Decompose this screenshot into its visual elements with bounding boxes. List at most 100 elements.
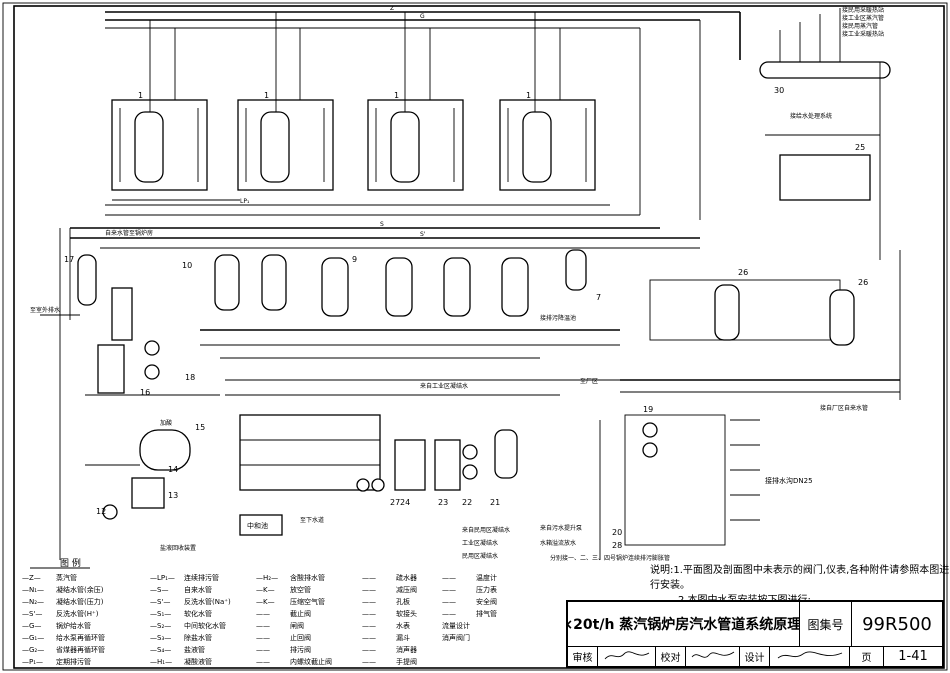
legend-label: 反洗水管(H⁺)	[56, 610, 99, 618]
legend-col-3: —H₂—含酸排水管—K—放空管—K—压缩空气管——截止阀——闸阀——止回阀——排…	[256, 572, 366, 668]
atlas-number: 99R500	[862, 613, 932, 635]
legend-label: 给水泵再循环管	[56, 634, 105, 642]
legend-item: ——止回阀	[256, 632, 366, 644]
legend-item: ——孔板	[362, 596, 442, 608]
legend-item: ——温度计	[442, 572, 522, 584]
legend-item: —— 软接头	[362, 608, 442, 620]
label-factory-tap: 接自厂区自来水管	[820, 404, 868, 412]
legend-label: 排污阀	[290, 646, 311, 654]
legend-symbol: —S₃—	[150, 634, 172, 642]
eq25-tag: 25	[855, 143, 865, 152]
label-civil-steam: 接民用蒸汽管	[842, 22, 878, 30]
legend-col-2: —LP₁—连续排污管—S—自来水管—S'—反洗水管(Na⁺)—S₁—软化水管—S…	[150, 572, 260, 668]
neutral-pool-label: 中和池	[247, 521, 268, 530]
legend-label: 凝结水管(压力)	[56, 598, 104, 606]
legend-symbol: ——	[256, 610, 270, 618]
label-to-sewage: 至下水道	[300, 516, 324, 524]
legend-label: 软接头	[396, 610, 417, 618]
legend-label: 含酸排水管	[290, 574, 325, 582]
label-industrial-return: 来自工业区凝结水	[420, 382, 468, 390]
eq14-tag: 14	[168, 465, 178, 474]
legend-label: 减压阀	[396, 586, 417, 594]
legend-col-5: ——温度计——压力表——安全阀——排气管流量设计消声阀门	[442, 572, 522, 644]
review-signature-mark	[604, 651, 649, 660]
legend-symbol: —S₁—	[150, 610, 172, 618]
label-outdoor-sewer: 至室外排水	[30, 306, 60, 314]
eq24-tag: 24	[400, 498, 410, 507]
legend-label: 排气管	[476, 610, 497, 618]
boiler-4: 1	[499, 12, 596, 191]
eq12-tag: 12	[96, 507, 106, 516]
page-label: 页	[850, 646, 884, 666]
legend-item: ——闸阀	[256, 620, 366, 632]
legend-label: 除盐水管	[184, 634, 212, 642]
label-connect-plate: 接给水处理系统	[790, 112, 832, 120]
atlas-label: 图集号	[800, 602, 852, 646]
legend-symbol: —S'—	[22, 610, 43, 618]
eq13-tag: 13	[168, 491, 178, 500]
legend-label: 中间软化水管	[184, 622, 226, 630]
design-signature-mark	[777, 651, 842, 659]
legend-extra-item: 消声阀门	[442, 634, 470, 642]
legend-label: 凝酸液管	[184, 658, 212, 666]
header-g-label: G	[420, 13, 425, 20]
legend-symbol: —Z—	[22, 574, 41, 582]
legend-label: 压力表	[476, 586, 497, 594]
eq9-tag: 9	[352, 255, 357, 264]
top-headers: Z G	[105, 5, 741, 220]
legend-label: 内螺纹截止阀	[290, 658, 332, 666]
eq18-tag: 18	[185, 373, 195, 382]
eq27-tag: 27	[390, 498, 400, 507]
legend-item: ——截止阀	[256, 608, 366, 620]
legend-item: —— 减压阀	[362, 584, 442, 596]
legend-label: 疏水器	[396, 574, 417, 582]
condensate-section: 19 20 28 接排水沟DN25 分别接一、二、三、四号锅炉连续排污膨胀管	[550, 405, 813, 562]
label-industrial-steam: 接工业区蒸汽管	[842, 14, 884, 22]
legend-label: 安全阀	[476, 598, 497, 606]
label-tank-overflow: 水箱溢流放水	[540, 539, 576, 547]
legend-item: —P₁—定期排污管	[22, 656, 152, 668]
eq21-tag: 21	[490, 498, 500, 507]
boiler-3: 1	[367, 12, 464, 191]
boiler-1: 1	[111, 20, 240, 201]
legend-symbol: —G—	[22, 622, 42, 630]
legend-item: —LP₁—连续排污管	[150, 572, 260, 584]
legend-symbol: —G₁—	[22, 634, 45, 642]
design-signature	[770, 646, 850, 666]
legend-col-4: ——疏水器——减压阀——孔板——软接头——水表——漏斗——消声器——手提阀	[362, 572, 442, 668]
eq19-tag: 19	[643, 405, 653, 414]
legend-extra-item: 流量设计	[442, 622, 470, 630]
legend-item: ——安全阀	[442, 596, 522, 608]
legend-item: —S'— 反洗水管(H⁺)	[22, 608, 152, 620]
softener-row: 10 9 7 接排污降温池	[182, 249, 620, 359]
legend-symbol: ——	[362, 646, 376, 654]
legend-symbol: —K—	[256, 586, 275, 594]
label-waste-pump: 来自污水提升泵	[540, 524, 582, 532]
legend-symbol: —S—	[150, 586, 169, 594]
legend-symbol: —S'—	[150, 598, 171, 606]
legend-symbol: —G₂—	[22, 646, 45, 654]
eq10-tag: 10	[182, 261, 192, 270]
legend-symbol: ——	[442, 574, 456, 582]
check-signature-mark	[691, 651, 734, 658]
legend-label: 凝结水管(余压)	[56, 586, 104, 594]
note-1: 说明:1.平面图及剖面图中未表示的阀门,仪表,各种附件请参照本图进行安装。	[650, 565, 950, 591]
legend-label: 软化水管	[184, 610, 212, 618]
legend-symbol: ——	[256, 634, 270, 642]
legend-label: 反洗水管(Na⁺)	[184, 598, 231, 606]
boiler-4-tag: 1	[526, 91, 531, 100]
legend-item: —K—压缩空气管	[256, 596, 366, 608]
review-label: 审核	[568, 646, 598, 666]
legend-symbol: ——	[362, 610, 376, 618]
legend-label: 放空管	[290, 586, 311, 594]
drawing-frame	[13, 5, 945, 669]
legend-item: ——排污阀	[256, 644, 366, 656]
legend-symbol: ——	[256, 622, 270, 630]
lower-labels: 来自民用区凝结水 工业区凝结水 民用区凝结水 来自污水提升泵 水箱溢流放水	[462, 524, 582, 560]
label-branch-note: 分别接一、二、三、四号锅炉连续排污膨胀管	[550, 554, 670, 562]
legend-symbol: ——	[362, 586, 376, 594]
legend-item: —G₁— 给水泵再循环管	[22, 632, 152, 644]
legend-label: 连续排污管	[184, 574, 219, 582]
